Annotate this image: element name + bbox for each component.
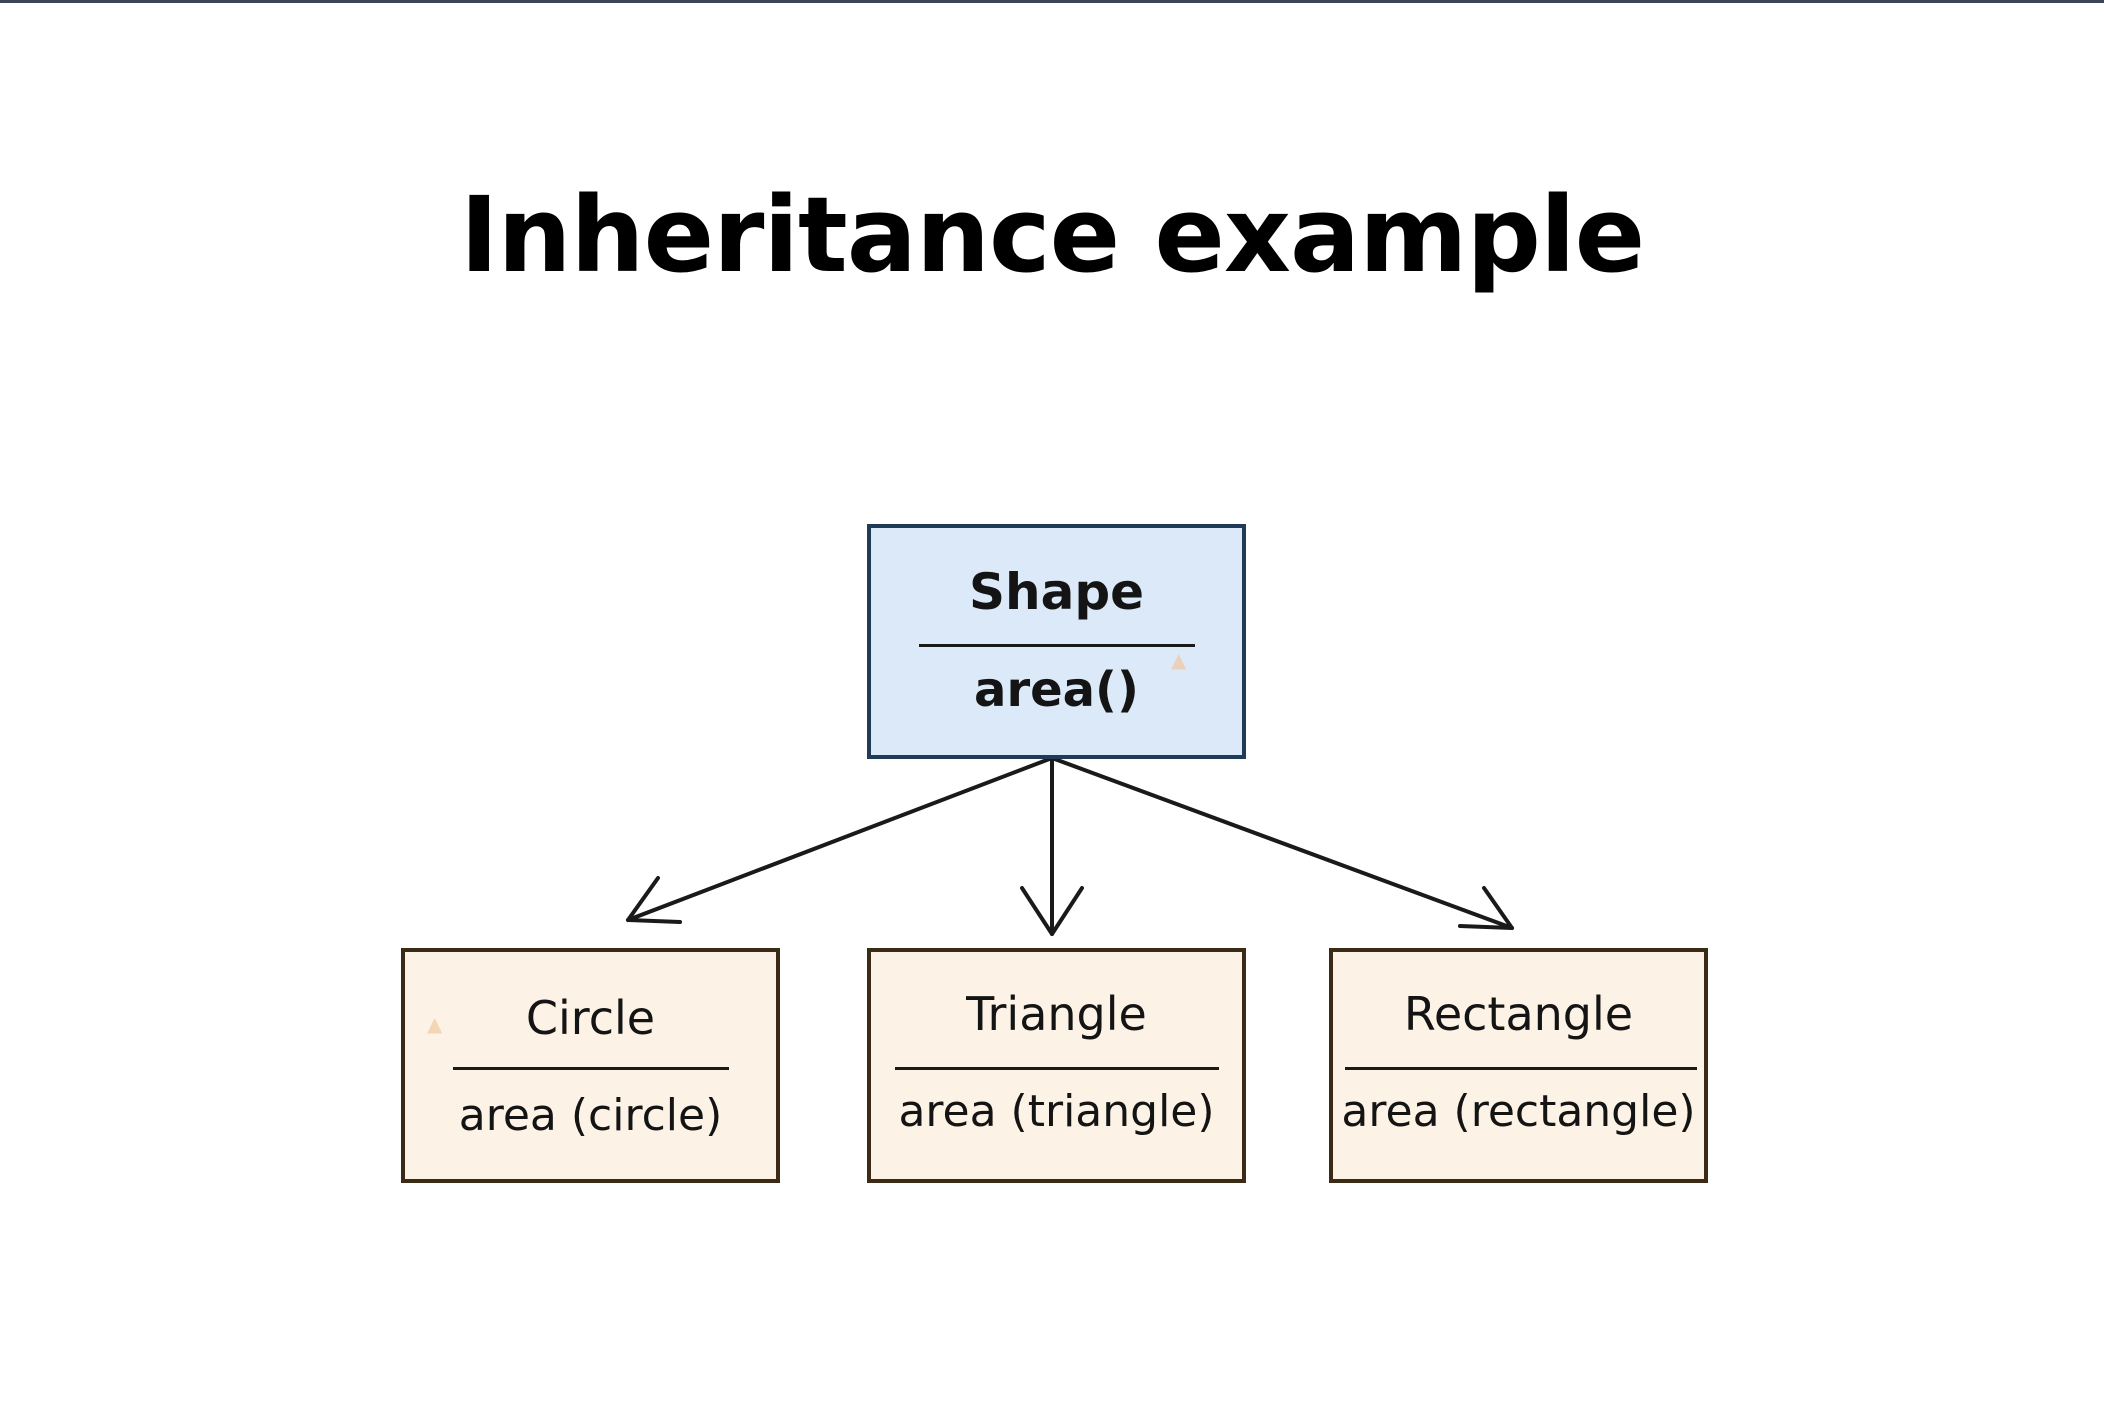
arrow-to-triangle: [1020, 756, 1084, 936]
circle-class-name: Circle: [525, 991, 656, 1045]
arrow-to-rectangle: [1050, 756, 1514, 930]
top-rule: [0, 0, 2104, 3]
shape-class-divider: [919, 644, 1195, 647]
watermark-logo-icon: ▲: [427, 1012, 443, 1036]
circle-class-divider: [453, 1067, 729, 1070]
rectangle-class-name: Rectangle: [1403, 987, 1634, 1041]
triangle-class-method: area (triangle): [898, 1086, 1215, 1137]
rectangle-class-box: Rectangle area (rectangle): [1329, 948, 1708, 1183]
triangle-class-name: Triangle: [966, 987, 1147, 1041]
rectangle-class-method: area (rectangle): [1341, 1086, 1696, 1137]
shape-class-method: area(): [974, 662, 1139, 718]
page-title: Inheritance example: [459, 174, 1645, 296]
rectangle-class-divider: [1345, 1067, 1697, 1070]
circle-class-box: Circle area (circle) ▲: [401, 948, 780, 1183]
triangle-class-divider: [895, 1067, 1219, 1070]
shape-class-name: Shape: [968, 563, 1145, 621]
circle-class-method: area (circle): [458, 1090, 723, 1141]
watermark-logo-icon: ▲: [1171, 648, 1187, 672]
shape-class-box: Shape area() ▲: [867, 524, 1246, 759]
arrow-to-circle: [626, 756, 1054, 924]
triangle-class-box: Triangle area (triangle): [867, 948, 1246, 1183]
